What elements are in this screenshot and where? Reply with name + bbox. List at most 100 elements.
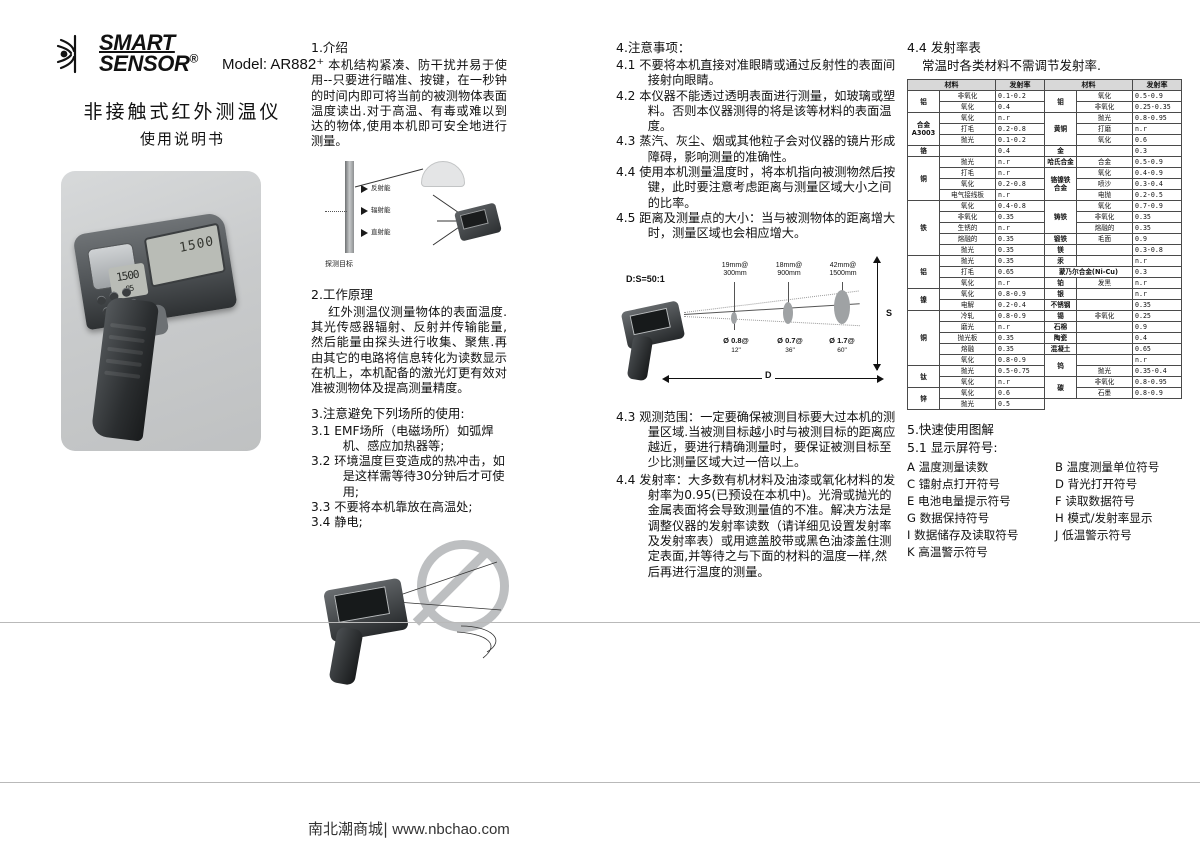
symbol-g: G 数据保持符号 — [907, 511, 990, 525]
signal-waves-icon — [55, 34, 89, 74]
thermometer-side-panel: 1500 85 — [86, 241, 149, 300]
left-emissivity-cell: n.r — [995, 167, 1045, 179]
left-subtype-cell: 抛光板 — [939, 332, 996, 344]
right-subtype-cell — [1076, 321, 1133, 333]
left-subtype-cell: 打毛 — [939, 266, 996, 278]
left-emissivity-cell: n.r — [995, 189, 1045, 201]
brand-wordmark: SMART SENSOR® — [99, 31, 198, 77]
symbol-a: A 温度测量读数 — [907, 460, 989, 474]
page-subtitle: 使用说明书 — [139, 129, 225, 148]
left-emissivity-cell: n.r — [995, 222, 1045, 234]
right-subtype-cell: 石墨 — [1076, 387, 1133, 399]
header-material-right: 材料 — [1044, 79, 1133, 91]
distance-to-spot-diagram: D:S=50:1 19mm@300mm 18mm@900mm 42mm@1500… — [616, 250, 894, 402]
main-display: 1500 — [143, 222, 227, 288]
right-material-cell: 蒙乃尔合金(Ni-Cu) — [1044, 266, 1133, 278]
header-emissivity-left: 发射率 — [995, 79, 1045, 91]
left-emissivity-cell: 0.1-0.2 — [995, 90, 1045, 102]
right-emissivity-cell: 0.3 — [1132, 266, 1182, 278]
right-subtype-cell — [1076, 343, 1133, 355]
right-material-cell: 不锈钢 — [1044, 299, 1077, 311]
left-subtype-cell: 氧化 — [939, 178, 996, 190]
left-emissivity-cell: 0.35 — [995, 332, 1045, 344]
right-material-cell: 锻铁 — [1044, 233, 1077, 245]
ds-bottom-label-2: Ø 0.7@36" — [777, 335, 803, 354]
left-emissivity-cell: n.r — [995, 321, 1045, 333]
left-subtype-cell: 抛光 — [939, 365, 996, 377]
section-1-heading: 1.介绍 — [311, 40, 348, 55]
right-material-cell: 铂 — [1044, 277, 1077, 289]
symbol-k: K 高温警示符号 — [907, 545, 988, 559]
left-emissivity-cell: 0.4 — [995, 101, 1045, 113]
right-material-cell: 碳 — [1044, 376, 1077, 399]
right-material-cell: 汞 — [1044, 255, 1077, 267]
right-subtype-cell: 非氧化 — [1076, 376, 1133, 388]
column-emissivity: 4.4 发射率表 常温时各类材料不需调节发射率. 材料 发射率 材料 发射率 铝… — [907, 40, 1182, 560]
left-emissivity-cell: 0.5 — [995, 398, 1045, 410]
right-emissivity-cell: 0.6 — [1132, 134, 1182, 146]
right-material-cell: 铬镍铁合金 — [1044, 167, 1077, 201]
d-axis-label: D — [762, 369, 775, 380]
right-emissivity-cell: 0.2-0.5 — [1132, 189, 1182, 201]
section-4-4-text: 4.4 发射率：大多数有机材料及油漆或氧化材料的发射率为0.95(已预设在本机中… — [616, 472, 896, 579]
left-material-cell: 铬 — [907, 145, 940, 157]
ds-top-label-1: 19mm@300mm — [721, 261, 749, 277]
right-subtype-cell — [1076, 145, 1133, 157]
right-material-cell: 钼 — [1044, 90, 1077, 113]
symbol-c: C 镭射点打开符号 — [907, 477, 1000, 491]
section-3-item: 3.4 静电; — [311, 515, 363, 530]
symbol-j: J 低温警示符号 — [1055, 528, 1132, 542]
right-subtype-cell: 氧化 — [1076, 90, 1133, 102]
left-subtype-cell: 熔融的 — [939, 233, 996, 245]
right-subtype-cell: 氧化 — [1076, 167, 1133, 179]
left-emissivity-cell: 0.35 — [995, 233, 1045, 245]
left-subtype-cell: 抛光 — [939, 156, 996, 168]
target-wall — [345, 160, 354, 253]
footer-divider-bottom — [0, 782, 1200, 783]
page-title: 非接触式红外测温仪 — [83, 100, 282, 123]
left-emissivity-cell: 0.5-0.75 — [995, 365, 1045, 377]
right-emissivity-cell: 0.5-0.9 — [1132, 90, 1182, 102]
footer-url[interactable]: www.nbchao.com — [388, 821, 510, 838]
right-emissivity-cell: 0.8-0.95 — [1132, 376, 1182, 388]
section-4-3-text: 4.3 观测范围：一定要确保被测目标要大过本机的测量区域.当被测目标越小时与被测… — [616, 409, 896, 470]
left-emissivity-cell: 0.65 — [995, 266, 1045, 278]
label-reflected: 反射能 — [371, 183, 391, 192]
right-emissivity-cell: 0.35-0.4 — [1132, 365, 1182, 377]
right-material-cell: 钨 — [1044, 354, 1077, 377]
left-material-cell: 铝 — [907, 90, 940, 113]
right-subtype-cell: 抛光 — [1076, 112, 1133, 124]
spot-size-3 — [834, 289, 850, 324]
left-subtype-cell: 抛光 — [939, 255, 996, 267]
d-arrow-left-icon — [662, 374, 669, 383]
brand-line-2: SENSOR — [99, 51, 190, 77]
right-subtype-cell: 打磨 — [1076, 123, 1133, 135]
right-emissivity-cell: 0.4 — [1132, 332, 1182, 344]
right-emissivity-cell: 0.65 — [1132, 343, 1182, 355]
section-1: 1.介绍 本机结构紧凑、防干扰并易于使用--只要进行瞄准、按键，在一秒钟的时间内… — [311, 40, 507, 150]
right-material-cell: 石棉 — [1044, 321, 1077, 333]
left-emissivity-cell: 0.4-0.8 — [995, 200, 1045, 212]
right-material-cell: 锡 — [1044, 310, 1077, 322]
left-subtype-cell: 非氧化 — [939, 90, 996, 102]
left-emissivity-cell: 0.35 — [995, 244, 1045, 256]
section-3-item: 3.2 环境温度巨变造成的热冲击，如是这样需等待30分钟后才可使用; — [311, 454, 505, 499]
right-subtype-cell: 氧化 — [1076, 134, 1133, 146]
s-axis-line — [877, 261, 878, 370]
left-subtype-cell: 非氧化 — [939, 211, 996, 223]
prohibition-circle-icon — [417, 539, 509, 632]
